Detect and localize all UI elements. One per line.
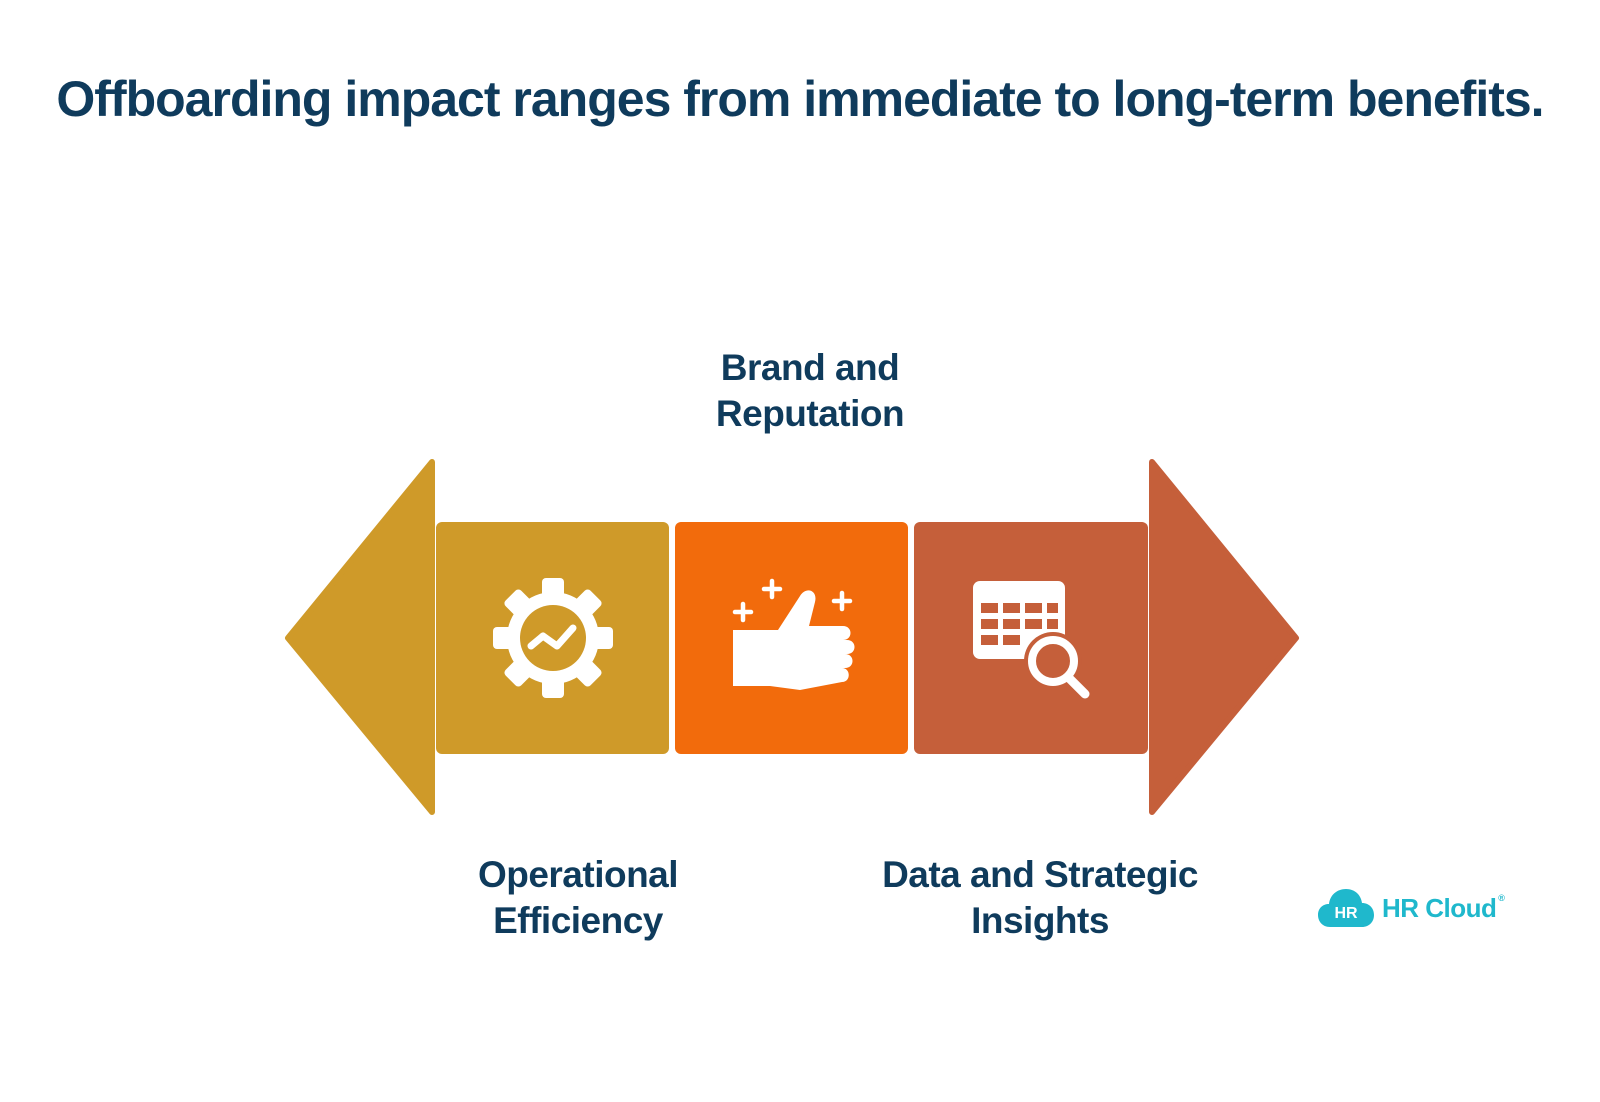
hr-cloud-logo: HR HR Cloud® bbox=[1318, 880, 1505, 936]
label-brand-reputation: Brand and Reputation bbox=[715, 347, 905, 434]
left-arrow-head bbox=[285, 459, 435, 815]
right-arrow-head bbox=[1149, 459, 1299, 815]
logo-text: HR Cloud® bbox=[1382, 892, 1505, 923]
page-title: Offboarding impact ranges from immediate… bbox=[56, 71, 1544, 127]
thumbs-up-sparkle-icon bbox=[732, 578, 855, 690]
table-search-icon bbox=[973, 581, 1090, 699]
label-operational-efficiency: Operational Efficiency bbox=[477, 854, 679, 941]
cloud-icon: HR bbox=[1318, 889, 1374, 927]
registered-mark: ® bbox=[1498, 892, 1505, 903]
label-data-strategic-insights: Data and Strategic Insights bbox=[882, 854, 1198, 941]
gear-chart-icon bbox=[493, 578, 613, 698]
logo-badge-text: HR bbox=[1334, 905, 1358, 922]
